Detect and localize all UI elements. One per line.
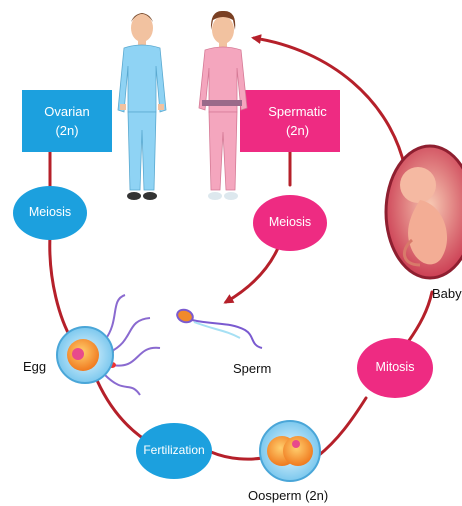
- egg-label: Egg: [23, 359, 46, 374]
- fertilization-label: Fertilization: [136, 443, 212, 457]
- sperm-illustration: [175, 308, 262, 348]
- baby-illustration: [386, 146, 462, 278]
- spermatic-title: Spermatic: [255, 102, 340, 121]
- line-mitosis-to-baby: [408, 292, 432, 342]
- spermatic-ploidy: (2n): [255, 121, 340, 140]
- female-figure: [199, 11, 247, 200]
- ovarian-box-text: Ovarian (2n): [22, 102, 112, 140]
- arrow-meiosis-to-sperm: [226, 248, 278, 302]
- ovarian-title: Ovarian: [22, 102, 112, 121]
- meiosis-left-label: Meiosis: [13, 205, 87, 219]
- ovarian-ploidy: (2n): [22, 121, 112, 140]
- egg-illustration: [57, 295, 160, 395]
- male-figure: [118, 13, 166, 200]
- line-oosperm-to-mitosis: [318, 398, 366, 456]
- oosperm-illustration: [260, 421, 320, 481]
- meiosis-right-label: Meiosis: [253, 215, 327, 229]
- mitosis-label: Mitosis: [357, 360, 433, 374]
- sperm-label: Sperm: [233, 361, 271, 376]
- oosperm-label: Oosperm (2n): [248, 488, 328, 503]
- line-meiosis-to-egg: [50, 236, 72, 340]
- line-fertilization-to-oosperm: [211, 452, 262, 459]
- baby-label: Baby: [432, 286, 462, 301]
- spermatic-box-text: Spermatic (2n): [255, 102, 340, 140]
